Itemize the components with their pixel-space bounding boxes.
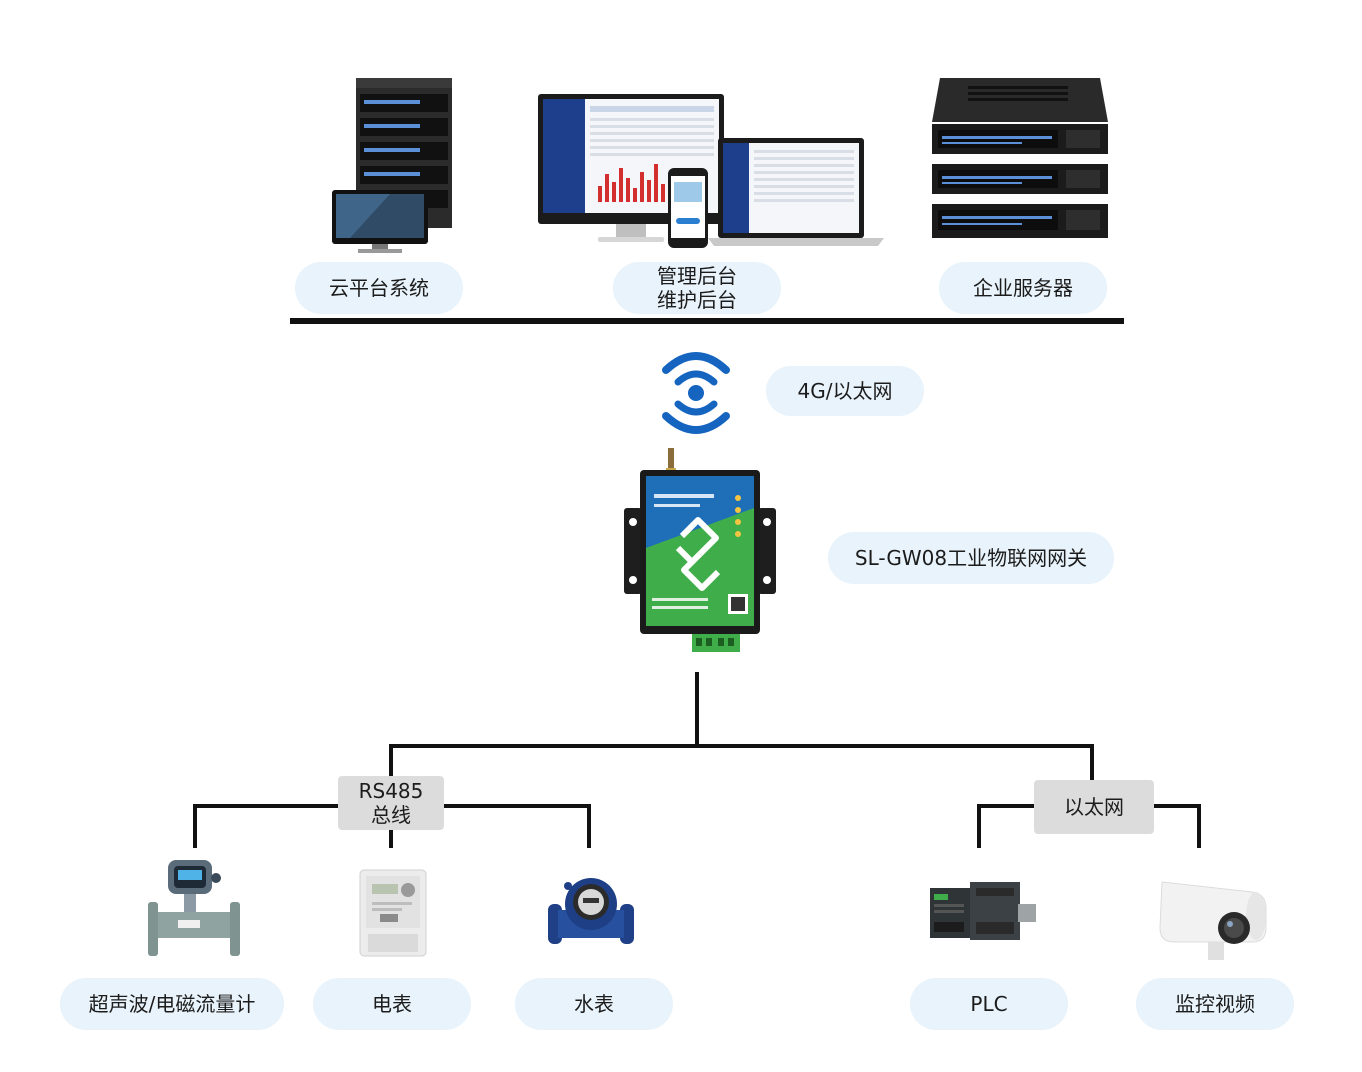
cloud-platform-label: 云平台系统 <box>295 262 463 314</box>
camera-text: 监控视频 <box>1175 992 1255 1016</box>
gateway-model-label: SL-GW08工业物联网网关 <box>828 532 1114 584</box>
ethernet-bus-label: 以太网 <box>1034 780 1154 834</box>
camera-drop-line <box>1197 804 1201 848</box>
network-type-label: 4G/以太网 <box>766 366 924 416</box>
electric-meter-label: 电表 <box>313 978 471 1030</box>
flowmeter-text: 超声波/电磁流量计 <box>88 992 256 1016</box>
water-meter-text: 水表 <box>574 992 614 1016</box>
admin-backend-text-2: 维护后台 <box>657 288 737 312</box>
camera-label: 监控视频 <box>1136 978 1294 1030</box>
rs485-bus-text-2: 总线 <box>371 803 411 827</box>
admin-devices-icon <box>538 94 884 248</box>
network-type-text: 4G/以太网 <box>797 379 893 403</box>
rs485-bus-text-1: RS485 <box>358 779 424 803</box>
rs485-drop-line <box>389 744 393 778</box>
enterprise-server-text: 企业服务器 <box>973 276 1073 300</box>
plc-drop-line <box>977 804 981 848</box>
water-meter-icon <box>548 878 634 944</box>
rs485-center-drop-line <box>389 826 393 848</box>
plc-label: PLC <box>910 978 1068 1030</box>
admin-backend-text-1: 管理后台 <box>657 264 737 288</box>
wireless-signal-icon <box>662 352 730 434</box>
flowmeter-icon <box>148 860 240 956</box>
main-branch-line <box>389 744 1094 748</box>
gateway-down-line <box>695 672 699 748</box>
plc-icon <box>930 882 1036 940</box>
ethernet-bus-text: 以太网 <box>1064 795 1124 819</box>
rs485-bus-label: RS485 总线 <box>338 776 444 830</box>
cloud-server-rack-icon <box>332 78 452 253</box>
electric-meter-icon <box>359 869 427 957</box>
plc-text: PLC <box>970 992 1008 1016</box>
surveillance-camera-icon <box>1159 881 1267 960</box>
flowmeter-drop-line <box>193 804 197 848</box>
enterprise-server-icon <box>932 78 1108 238</box>
enterprise-server-label: 企业服务器 <box>939 262 1107 314</box>
cloud-platform-text: 云平台系统 <box>329 276 429 300</box>
gateway-model-text: SL-GW08工业物联网网关 <box>854 546 1088 570</box>
ethernet-drop-line <box>1090 744 1094 782</box>
electric-meter-text: 电表 <box>372 992 412 1016</box>
water-meter-drop-line <box>587 804 591 848</box>
gateway-device-icon <box>624 448 776 652</box>
water-meter-label: 水表 <box>515 978 673 1030</box>
admin-backend-label: 管理后台 维护后台 <box>613 262 781 314</box>
top-network-bar <box>290 318 1124 324</box>
flowmeter-label: 超声波/电磁流量计 <box>60 978 284 1030</box>
